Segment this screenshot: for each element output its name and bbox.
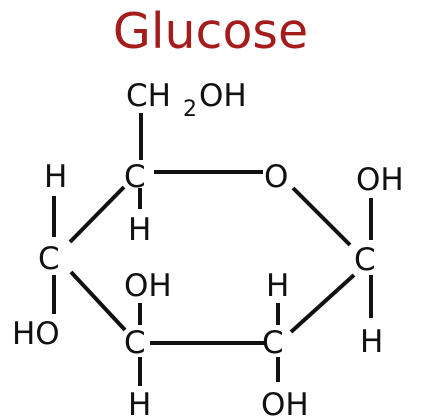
c5-carbon-label: C [124, 159, 146, 195]
bond-c3-c4 [69, 270, 127, 332]
c3-carbon-label: C [124, 325, 146, 361]
c3-oh-label: OH [124, 268, 172, 304]
c4-carbon-label: C [38, 241, 60, 277]
c1-h-label: H [360, 324, 383, 360]
ch2oh-subscript: 2 [183, 97, 197, 122]
c2-carbon-label: C [262, 325, 284, 361]
ring-oxygen-label: O [264, 159, 288, 195]
c5-upper-h-label: H [44, 159, 67, 195]
c2-h-label: H [266, 268, 289, 304]
bond-o-c1 [291, 186, 352, 247]
diagram-title: Glucose [112, 3, 309, 60]
bond-c1-c2 [289, 273, 356, 334]
bond-c4-c5 [68, 185, 126, 244]
ch2oh-oh-label: OH [199, 78, 247, 114]
c3-h-label: H [128, 387, 151, 419]
c4-ho-label: HO [12, 316, 60, 352]
c5-lower-h-label: H [128, 212, 151, 248]
c2-oh-label: OH [261, 387, 309, 419]
c1-carbon-label: C [354, 242, 376, 278]
ch2oh-ch-label: CH [126, 78, 171, 114]
c1-oh-label: OH [356, 162, 404, 198]
